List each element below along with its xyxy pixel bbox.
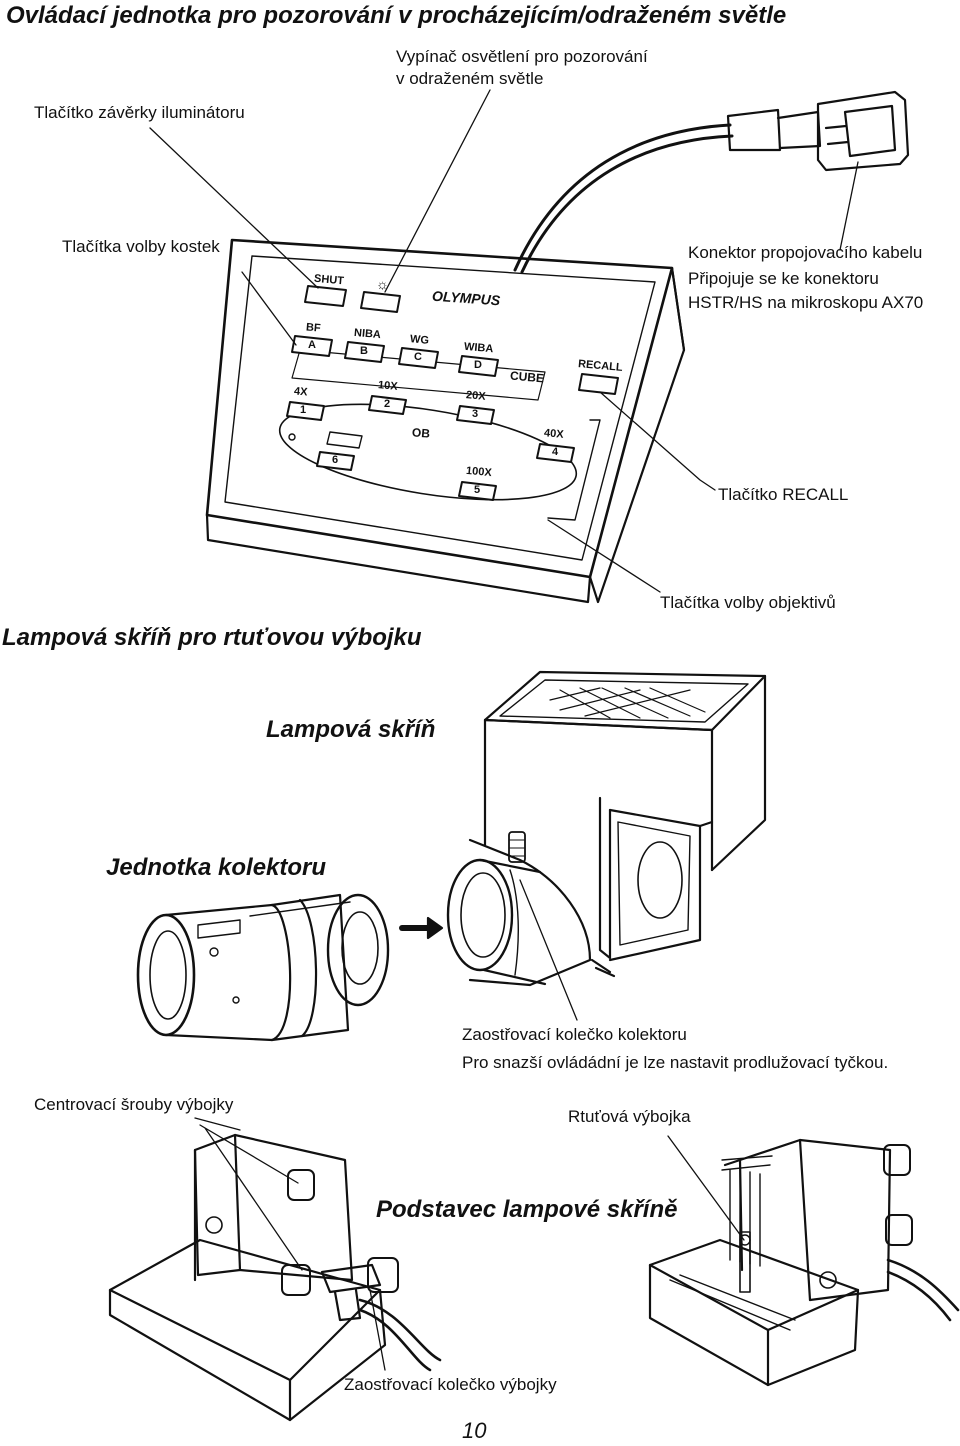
label-illumination-switch-2: v odraženém světle — [396, 69, 544, 88]
cube-key-c[interactable]: C — [414, 351, 422, 363]
page-title: Ovládací jednotka pro pozorování v proch… — [6, 2, 787, 29]
control-panel-drawing — [205, 90, 910, 604]
label-mercury-lamp: Rtuťová výbojka — [568, 1107, 691, 1126]
label-objective-buttons: Tlačítka volby objektivů — [660, 593, 836, 612]
objective-key-6[interactable]: 6 — [332, 454, 339, 466]
cube-tag-c: WG — [409, 333, 430, 347]
objective-key-2[interactable]: 2 — [384, 398, 391, 410]
label-centering-screws: Centrovací šrouby výbojky — [34, 1095, 234, 1114]
label-focus-collector-2: Pro snazší ovládádní je lze nastavit pro… — [462, 1053, 889, 1072]
collector-unit-drawing — [136, 893, 390, 1042]
cube-group-label: CUBE — [509, 368, 545, 386]
objective-tag-5: 100X — [465, 464, 493, 480]
page-number: 10 — [462, 1418, 487, 1443]
label-cube-buttons: Tlačítka volby kostek — [62, 237, 220, 256]
heading-housing-base: Podstavec lampové skříně — [376, 1196, 678, 1223]
label-shutter-button: Tlačítko závěrky iluminátoru — [34, 103, 245, 122]
cube-key-b[interactable]: B — [360, 345, 368, 357]
heading-collector-unit: Jednotka kolektoru — [106, 854, 327, 881]
lamp-housing-drawing — [399, 670, 767, 987]
objective-tag-3: 20X — [465, 389, 487, 403]
cube-key-a[interactable]: A — [308, 339, 316, 351]
label-focus-lamp: Zaostřovací kolečko výbojky — [344, 1375, 557, 1394]
label-illumination-switch-1: Vypínač osvětlení pro pozorování — [396, 47, 648, 66]
objective-key-1[interactable]: 1 — [300, 404, 307, 416]
shut-label: SHUT — [313, 272, 345, 288]
label-cable-connector-3: HSTR/HS na mikroskopu AX70 — [688, 293, 924, 312]
heading-mercury-lamp-housing: Lampová skříň pro rtuťovou výbojku — [2, 624, 422, 651]
ob-group-label: OB — [411, 425, 431, 441]
cube-key-d[interactable]: D — [474, 359, 482, 371]
heading-lamp-housing: Lampová skříň — [266, 716, 436, 743]
cube-tag-d: WIBA — [463, 340, 494, 356]
housing-base-drawing — [108, 1133, 442, 1422]
label-cable-connector-2: Připojuje se ke konektoru — [688, 269, 879, 288]
objective-tag-2: 10X — [377, 379, 399, 393]
objective-key-4[interactable]: 4 — [552, 446, 559, 458]
label-focus-collector-1: Zaostřovací kolečko kolektoru — [462, 1025, 687, 1044]
label-recall-button: Tlačítko RECALL — [718, 485, 849, 504]
label-cable-connector-1: Konektor propojovacího kabelu — [688, 243, 923, 262]
lamp-base-drawing — [648, 1138, 960, 1387]
cube-tag-b: NIBA — [353, 326, 382, 342]
cube-tag-a: BF — [305, 321, 322, 335]
objective-key-3[interactable]: 3 — [472, 408, 479, 420]
objective-tag-4: 40X — [543, 427, 565, 441]
objective-tag-1: 4X — [293, 385, 308, 399]
objective-key-5[interactable]: 5 — [474, 484, 481, 496]
illumination-icon: ☼ — [376, 276, 389, 292]
